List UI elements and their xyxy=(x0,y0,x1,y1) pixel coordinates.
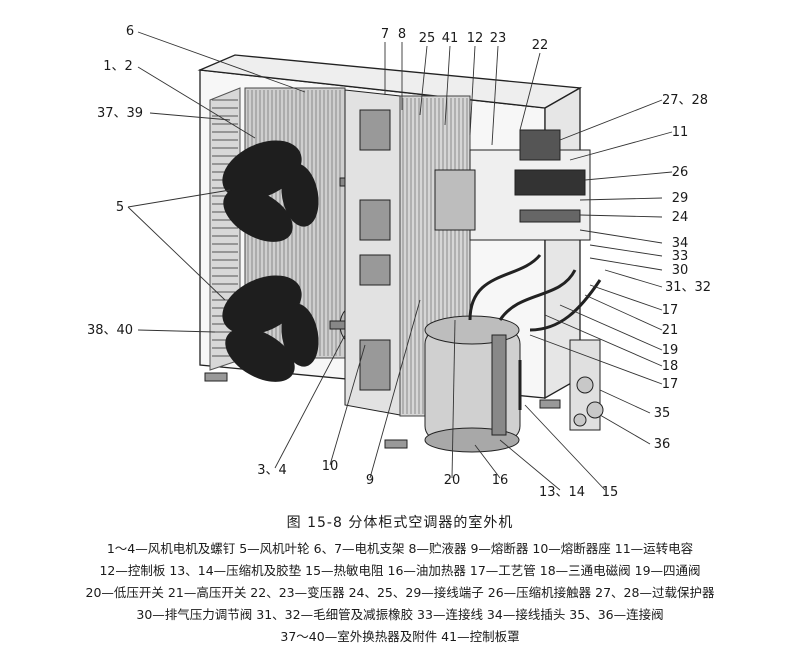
refrigerant-piping xyxy=(468,254,602,410)
callout-12: 12 xyxy=(467,31,484,46)
callout-21: 21 xyxy=(662,323,679,338)
callout-33: 33 xyxy=(672,249,689,264)
callout-10: 10 xyxy=(322,459,339,474)
compressor xyxy=(424,315,521,453)
callout-8: 8 xyxy=(398,27,406,42)
callout-20: 20 xyxy=(444,473,461,488)
outdoor-unit-diagram: 6 1、2 37、39 5 38、40 7 8 25 41 12 23 22 2… xyxy=(87,24,711,500)
callout-16: 16 xyxy=(492,473,509,488)
callout-13-14: 13、14 xyxy=(539,485,585,500)
callout-29: 29 xyxy=(672,191,689,206)
parts-legend: 1～4—风机电机及螺钉 5—风机叶轮 6、7—电机支架 8—贮液器 9—熔断器 … xyxy=(0,538,800,648)
legend-line-1: 1～4—风机电机及螺钉 5—风机叶轮 6、7—电机支架 8—贮液器 9—熔断器 … xyxy=(106,541,694,556)
callout-34: 34 xyxy=(672,236,689,251)
callout-41: 41 xyxy=(442,31,459,46)
callout-5: 5 xyxy=(116,200,124,215)
callout-18: 18 xyxy=(662,359,679,374)
lower-fan-blade xyxy=(222,275,319,382)
callout-30: 30 xyxy=(672,263,689,278)
callout-25: 25 xyxy=(419,31,436,46)
callout-24: 24 xyxy=(672,210,689,225)
legend-line-3: 20—低压开关 21—高压开关 22、23—变压器 24、25、29—接线端子 … xyxy=(85,585,715,600)
connection-valves xyxy=(569,339,604,431)
callout-38-40: 38、40 xyxy=(87,323,133,338)
callout-22: 22 xyxy=(532,38,549,53)
callout-19: 19 xyxy=(662,343,679,358)
base-feet xyxy=(204,372,561,449)
callout-1-2: 1、2 xyxy=(103,59,133,74)
callout-23: 23 xyxy=(490,31,507,46)
motor-bracket xyxy=(344,89,401,416)
leader-lines xyxy=(127,31,673,491)
callout-9: 9 xyxy=(366,473,374,488)
callout-15: 15 xyxy=(602,485,619,500)
callout-27-28: 27、28 xyxy=(662,93,708,108)
callout-37-39: 37、39 xyxy=(97,106,143,121)
control-board xyxy=(434,129,591,241)
callout-6: 6 xyxy=(126,24,134,39)
upper-fan-blade xyxy=(222,140,319,242)
callout-35: 35 xyxy=(654,406,671,421)
callout-labels: 6 1、2 37、39 5 38、40 7 8 25 41 12 23 22 2… xyxy=(87,24,711,500)
callout-31-32: 31、32 xyxy=(665,280,711,295)
callout-11: 11 xyxy=(672,125,689,140)
callout-26: 26 xyxy=(672,165,689,180)
callout-17-lower: 17 xyxy=(662,377,679,392)
callout-17-upper: 17 xyxy=(662,303,679,318)
callout-7: 7 xyxy=(381,27,389,42)
legend-line-4: 30—排气压力调节阀 31、32—毛细管及减振橡胶 33—连接线 34—接线插头… xyxy=(136,607,664,622)
callout-3-4: 3、4 xyxy=(257,463,287,478)
callout-36: 36 xyxy=(654,437,671,452)
legend-line-2: 12—控制板 13、14—压缩机及胶垫 15—热敏电阻 16—油加热器 17—工… xyxy=(99,563,701,578)
figure-caption: 图 15-8 分体柜式空调器的室外机 xyxy=(286,515,514,531)
legend-line-5: 37～40—室外换热器及附件 41—控制板罩 xyxy=(280,629,520,644)
